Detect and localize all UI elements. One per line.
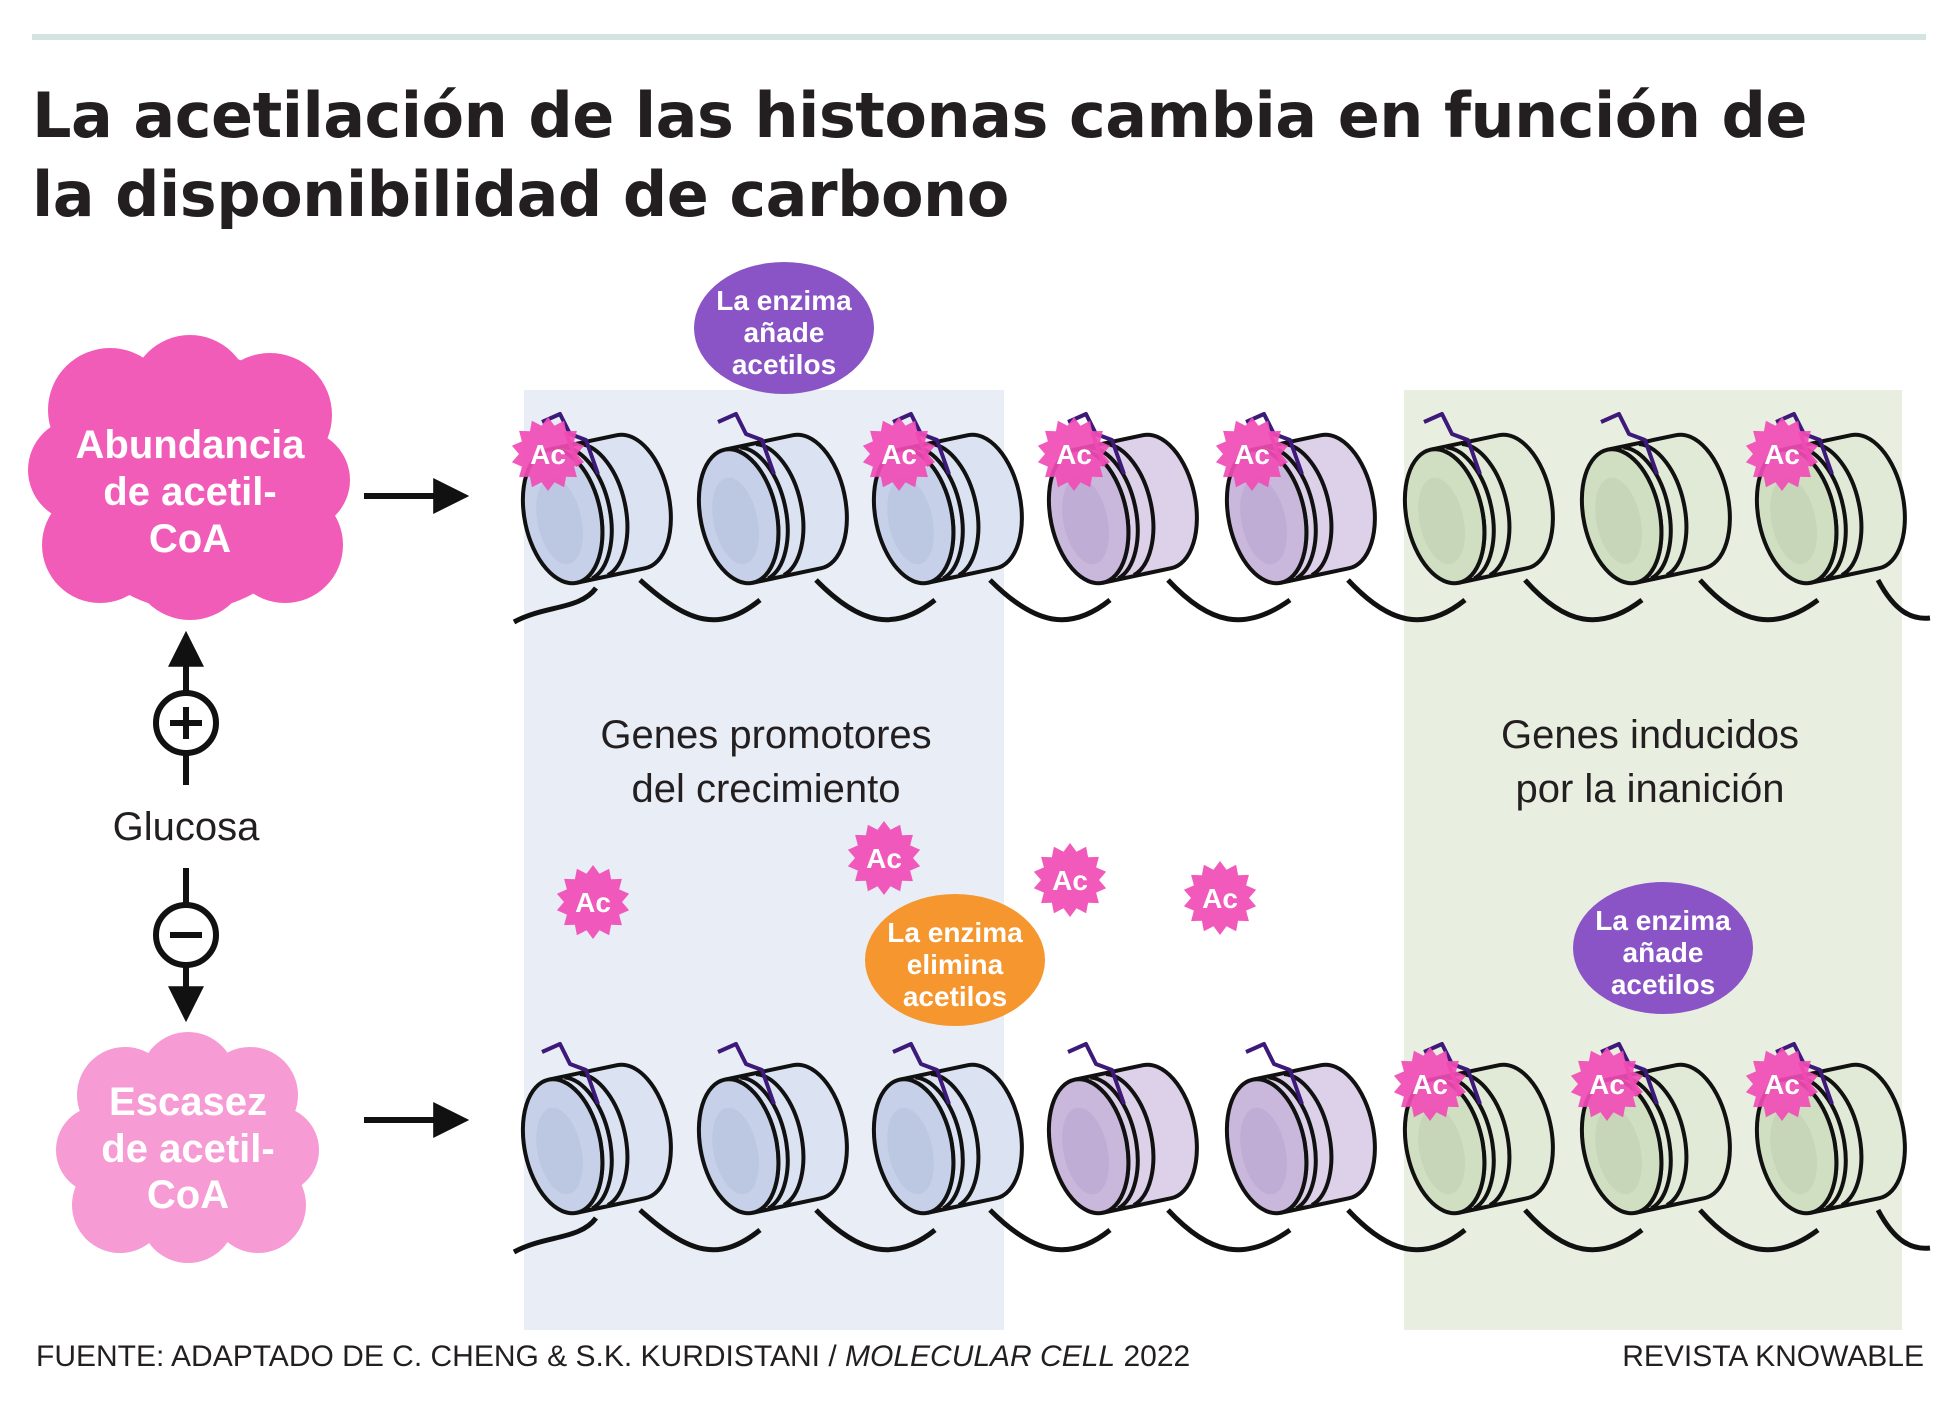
nucleosome-row-bottom: Ac Ac Ac xyxy=(520,1042,1907,1216)
enzyme-removes-line3: acetilos xyxy=(903,981,1007,1012)
top-rule xyxy=(32,34,1926,40)
top-nucleosome-8: Ac xyxy=(1745,412,1907,586)
top-nucleosome-5: Ac xyxy=(1215,412,1377,586)
acetyl-label: Ac xyxy=(575,887,611,918)
scarcity-cloud: Escasez de acetil- CoA xyxy=(56,1032,319,1263)
growth-genes-label-line2: del crecimiento xyxy=(631,767,900,811)
top-nucleosome-4: Ac xyxy=(1037,412,1199,586)
source-credit: FUENTE: ADAPTADO DE C. CHENG & S.K. KURD… xyxy=(36,1340,1190,1374)
acetyl-label: Ac xyxy=(1764,1069,1800,1100)
enzyme-adds-bottom-line2: añade xyxy=(1623,937,1704,968)
title-line-1: La acetilación de las histonas cambia en… xyxy=(32,79,1807,152)
enzyme-adds-bottom-line3: acetilos xyxy=(1611,969,1715,1000)
nucleosome-row-top: Ac Ac Ac Ac Ac xyxy=(511,412,1907,586)
enzyme-adds-top-line2: añade xyxy=(744,317,825,348)
abundance-line1: Abundancia xyxy=(76,423,306,467)
page-title: La acetilación de las histonas cambia en… xyxy=(32,76,1912,234)
starvation-genes-label-line2: por la inanición xyxy=(1515,767,1784,811)
bottom-nucleosome-3 xyxy=(871,1042,1024,1216)
scarcity-line2: de acetil- xyxy=(101,1127,274,1171)
starvation-genes-label-line1: Genes inducidos xyxy=(1501,713,1799,757)
source-prefix: FUENTE: ADAPTADO DE C. CHENG & S.K. KURD… xyxy=(36,1340,846,1373)
top-nucleosome-3: Ac xyxy=(862,412,1024,586)
floating-acetyl-badge-3: Ac xyxy=(1033,843,1107,917)
source-journal: MOLECULAR CELL xyxy=(845,1340,1116,1373)
enzyme-adds-bottom-line1: La enzima xyxy=(1595,905,1731,936)
enzyme-removes-line2: elimina xyxy=(907,949,1004,980)
floating-acetyl-badge-2: Ac xyxy=(847,821,921,895)
growth-genes-label-line1: Genes promotores xyxy=(600,713,931,757)
minus-symbol-icon xyxy=(153,902,219,968)
acetyl-label: Ac xyxy=(1056,439,1092,470)
acetyl-label: Ac xyxy=(1589,1069,1625,1100)
abundance-line2: de acetil- xyxy=(103,470,276,514)
bottom-nucleosome-6: Ac xyxy=(1393,1042,1555,1216)
plus-symbol-icon xyxy=(153,690,219,756)
scarcity-line1: Escasez xyxy=(109,1080,267,1124)
acetyl-label: Ac xyxy=(866,843,902,874)
abundance-cloud: Abundancia de acetil- CoA xyxy=(28,335,350,620)
enzyme-adds-top-bubble: La enzima añade acetilos xyxy=(694,262,874,394)
bottom-nucleosome-1 xyxy=(520,1042,673,1216)
top-acetyl-badge-4: Ac xyxy=(1037,417,1111,491)
enzyme-removes-line1: La enzima xyxy=(887,917,1023,948)
bottom-acetyl-badge-7: Ac xyxy=(1570,1047,1644,1121)
acetyl-label: Ac xyxy=(1764,439,1800,470)
title-line-2: la disponibilidad de carbono xyxy=(32,158,1009,231)
enzyme-adds-top-line3: acetilos xyxy=(732,349,836,380)
top-nucleosome-2 xyxy=(696,412,849,586)
source-year: 2022 xyxy=(1115,1340,1191,1373)
bottom-nucleosome-5 xyxy=(1224,1042,1377,1216)
abundance-line3: CoA xyxy=(149,517,231,561)
bottom-nucleosome-7: Ac xyxy=(1570,1042,1732,1216)
acetyl-label: Ac xyxy=(1234,439,1270,470)
enzyme-adds-top-line1: La enzima xyxy=(716,285,852,316)
acetyl-label: Ac xyxy=(530,439,566,470)
top-acetyl-badge-5: Ac xyxy=(1215,417,1289,491)
floating-acetyl-badge-1: Ac xyxy=(556,865,630,939)
enzyme-adds-bottom-bubble: La enzima añade acetilos xyxy=(1573,882,1753,1014)
publisher-credit: REVISTA KNOWABLE xyxy=(1622,1340,1924,1373)
top-acetyl-badge-3: Ac xyxy=(862,417,936,491)
dna-strand-top xyxy=(512,578,1931,625)
top-nucleosome-6 xyxy=(1402,412,1555,586)
top-acetyl-badge-1: Ac xyxy=(511,417,585,491)
enzyme-removes-bubble: La enzima elimina acetilos xyxy=(865,894,1045,1026)
dna-strand-bottom xyxy=(512,1208,1931,1255)
bottom-acetyl-badge-6: Ac xyxy=(1393,1047,1467,1121)
scarcity-line3: CoA xyxy=(147,1173,229,1217)
bottom-nucleosome-2 xyxy=(696,1042,849,1216)
floating-acetyl-badge-4: Ac xyxy=(1183,861,1257,935)
acetyl-label: Ac xyxy=(1202,883,1238,914)
acetyl-label: Ac xyxy=(881,439,917,470)
acetyl-label: Ac xyxy=(1412,1069,1448,1100)
top-nucleosome-1: Ac xyxy=(511,412,673,586)
top-nucleosome-7 xyxy=(1579,412,1732,586)
bottom-nucleosome-8: Ac xyxy=(1745,1042,1907,1216)
bottom-acetyl-badge-8: Ac xyxy=(1745,1047,1819,1121)
bottom-nucleosome-4 xyxy=(1046,1042,1199,1216)
acetyl-label: Ac xyxy=(1052,865,1088,896)
top-acetyl-badge-8: Ac xyxy=(1745,417,1819,491)
glucose-label: Glucosa xyxy=(113,805,260,849)
